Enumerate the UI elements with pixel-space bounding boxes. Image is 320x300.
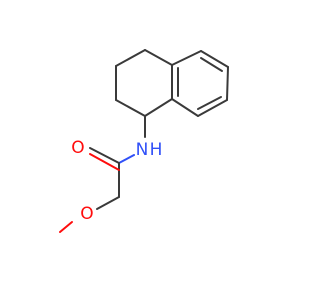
- aromatic-double-bond: [200, 57, 223, 72]
- carbonyl-double-bond: [89, 153, 120, 171]
- amide-hydrogen-label: H: [150, 140, 163, 160]
- bond: [59, 221, 73, 233]
- bond: [144, 49, 173, 66]
- side-chain: [59, 115, 146, 233]
- amide-nitrogen-label: N: [136, 140, 149, 160]
- carbonyl-oxygen-label: O: [71, 138, 84, 158]
- bond: [118, 154, 135, 164]
- bond: [171, 50, 202, 66]
- bond: [115, 99, 146, 117]
- atom-labels: O N H O: [71, 138, 162, 224]
- bond: [96, 196, 120, 210]
- benzene-ring: [171, 50, 229, 117]
- aromatic-double-bond: [197, 96, 222, 110]
- molecule-structure: O N H O: [59, 49, 229, 233]
- bond: [226, 66, 229, 101]
- bond: [89, 147, 120, 164]
- cyclohexane-ring: [115, 49, 173, 117]
- bond: [144, 98, 173, 117]
- bond: [197, 99, 228, 117]
- bond: [115, 49, 146, 67]
- bond: [171, 98, 199, 117]
- ether-oxygen-label: O: [80, 204, 93, 224]
- bond: [200, 50, 229, 68]
